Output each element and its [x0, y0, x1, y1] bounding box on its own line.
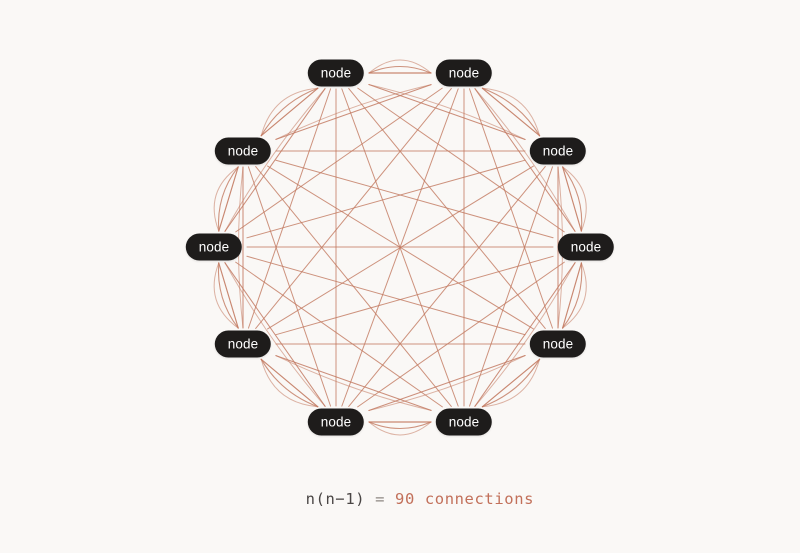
graph-edge-arc	[260, 87, 319, 137]
node-lower-right[interactable]: node	[529, 330, 587, 358]
node-label: node	[320, 414, 352, 430]
node-lower-left[interactable]: node	[214, 330, 272, 358]
node-top-right[interactable]: node	[435, 59, 493, 87]
graph-edge	[246, 159, 526, 239]
node-upper-right[interactable]: node	[529, 137, 587, 165]
graph-edge-arc	[368, 84, 526, 140]
node-label: node	[227, 143, 259, 159]
graph-edge	[246, 255, 526, 336]
node-label: node	[542, 143, 574, 159]
graph-edge	[562, 166, 582, 232]
node-top-left[interactable]: node	[307, 59, 365, 87]
graph-edge	[235, 87, 443, 233]
graph-edge	[469, 166, 553, 407]
graph-edge	[275, 255, 554, 336]
caption-equals: =	[365, 490, 396, 508]
node-bottom-right[interactable]: node	[435, 408, 493, 436]
graph-edge-arc	[481, 358, 541, 408]
graph-edge	[260, 87, 319, 137]
node-label: node	[227, 336, 259, 352]
graph-edge-arc	[562, 262, 583, 329]
node-right[interactable]: node	[557, 233, 615, 261]
graph-edge-arc	[368, 421, 432, 436]
graph-edge	[260, 358, 319, 408]
node-left[interactable]: node	[185, 233, 243, 261]
graph-edge	[235, 261, 443, 408]
graph-edge-arc	[275, 84, 432, 140]
graph-edge-arc	[260, 358, 319, 408]
graph-edge-arc	[260, 87, 319, 137]
graph-edge-arc	[224, 262, 326, 407]
graph-edge-arc	[562, 166, 583, 232]
graph-edge	[481, 87, 541, 137]
node-label: node	[198, 239, 230, 255]
graph-edge-arc	[481, 358, 541, 408]
graph-edge	[247, 166, 332, 407]
node-label: node	[542, 336, 574, 352]
graph-edge	[224, 88, 326, 232]
graph-edge	[267, 165, 534, 330]
graph-edge	[218, 262, 239, 329]
graph-edge	[218, 166, 239, 232]
graph-edge-arc	[368, 66, 432, 74]
edge-group	[213, 59, 587, 436]
graph-edge	[357, 261, 565, 408]
graph-edge	[275, 159, 554, 239]
node-label: node	[448, 414, 480, 430]
graph-edge-arc	[368, 421, 432, 429]
graph-edge-arc	[217, 262, 239, 329]
graph-edge	[275, 355, 432, 411]
graph-edge-arc	[213, 166, 239, 232]
graph-edge-arc	[562, 166, 587, 232]
graph-edge-arc	[562, 262, 587, 329]
graph-edge-arc	[260, 358, 319, 408]
caption: n(n−1) = 90 connections	[0, 472, 800, 526]
caption-formula: n(n−1)	[305, 490, 366, 508]
graph-edge-arc	[224, 88, 326, 232]
node-label: node	[448, 65, 480, 81]
graph-edge-arc	[474, 88, 576, 232]
caption-result: 90 connections	[395, 490, 535, 508]
graph-edge-arc	[275, 355, 432, 411]
graph-edge	[481, 358, 541, 408]
graph-edge	[275, 84, 432, 140]
graph-edge	[562, 262, 582, 329]
graph-edge-arc	[481, 87, 541, 137]
graph-edge	[255, 166, 452, 407]
node-label: node	[570, 239, 602, 255]
node-label: node	[320, 65, 352, 81]
graph-edge	[357, 87, 565, 233]
graph-edge-arc	[217, 166, 239, 232]
graph-edge	[224, 262, 326, 407]
graph-edge-arc	[368, 59, 432, 74]
node-upper-left[interactable]: node	[214, 137, 272, 165]
node-bottom-left[interactable]: node	[307, 408, 365, 436]
graph-edge-arc	[368, 355, 526, 411]
graph-edge-arc	[474, 262, 576, 407]
graph-edge-arc	[213, 262, 239, 329]
graph-edge-arc	[481, 87, 541, 137]
